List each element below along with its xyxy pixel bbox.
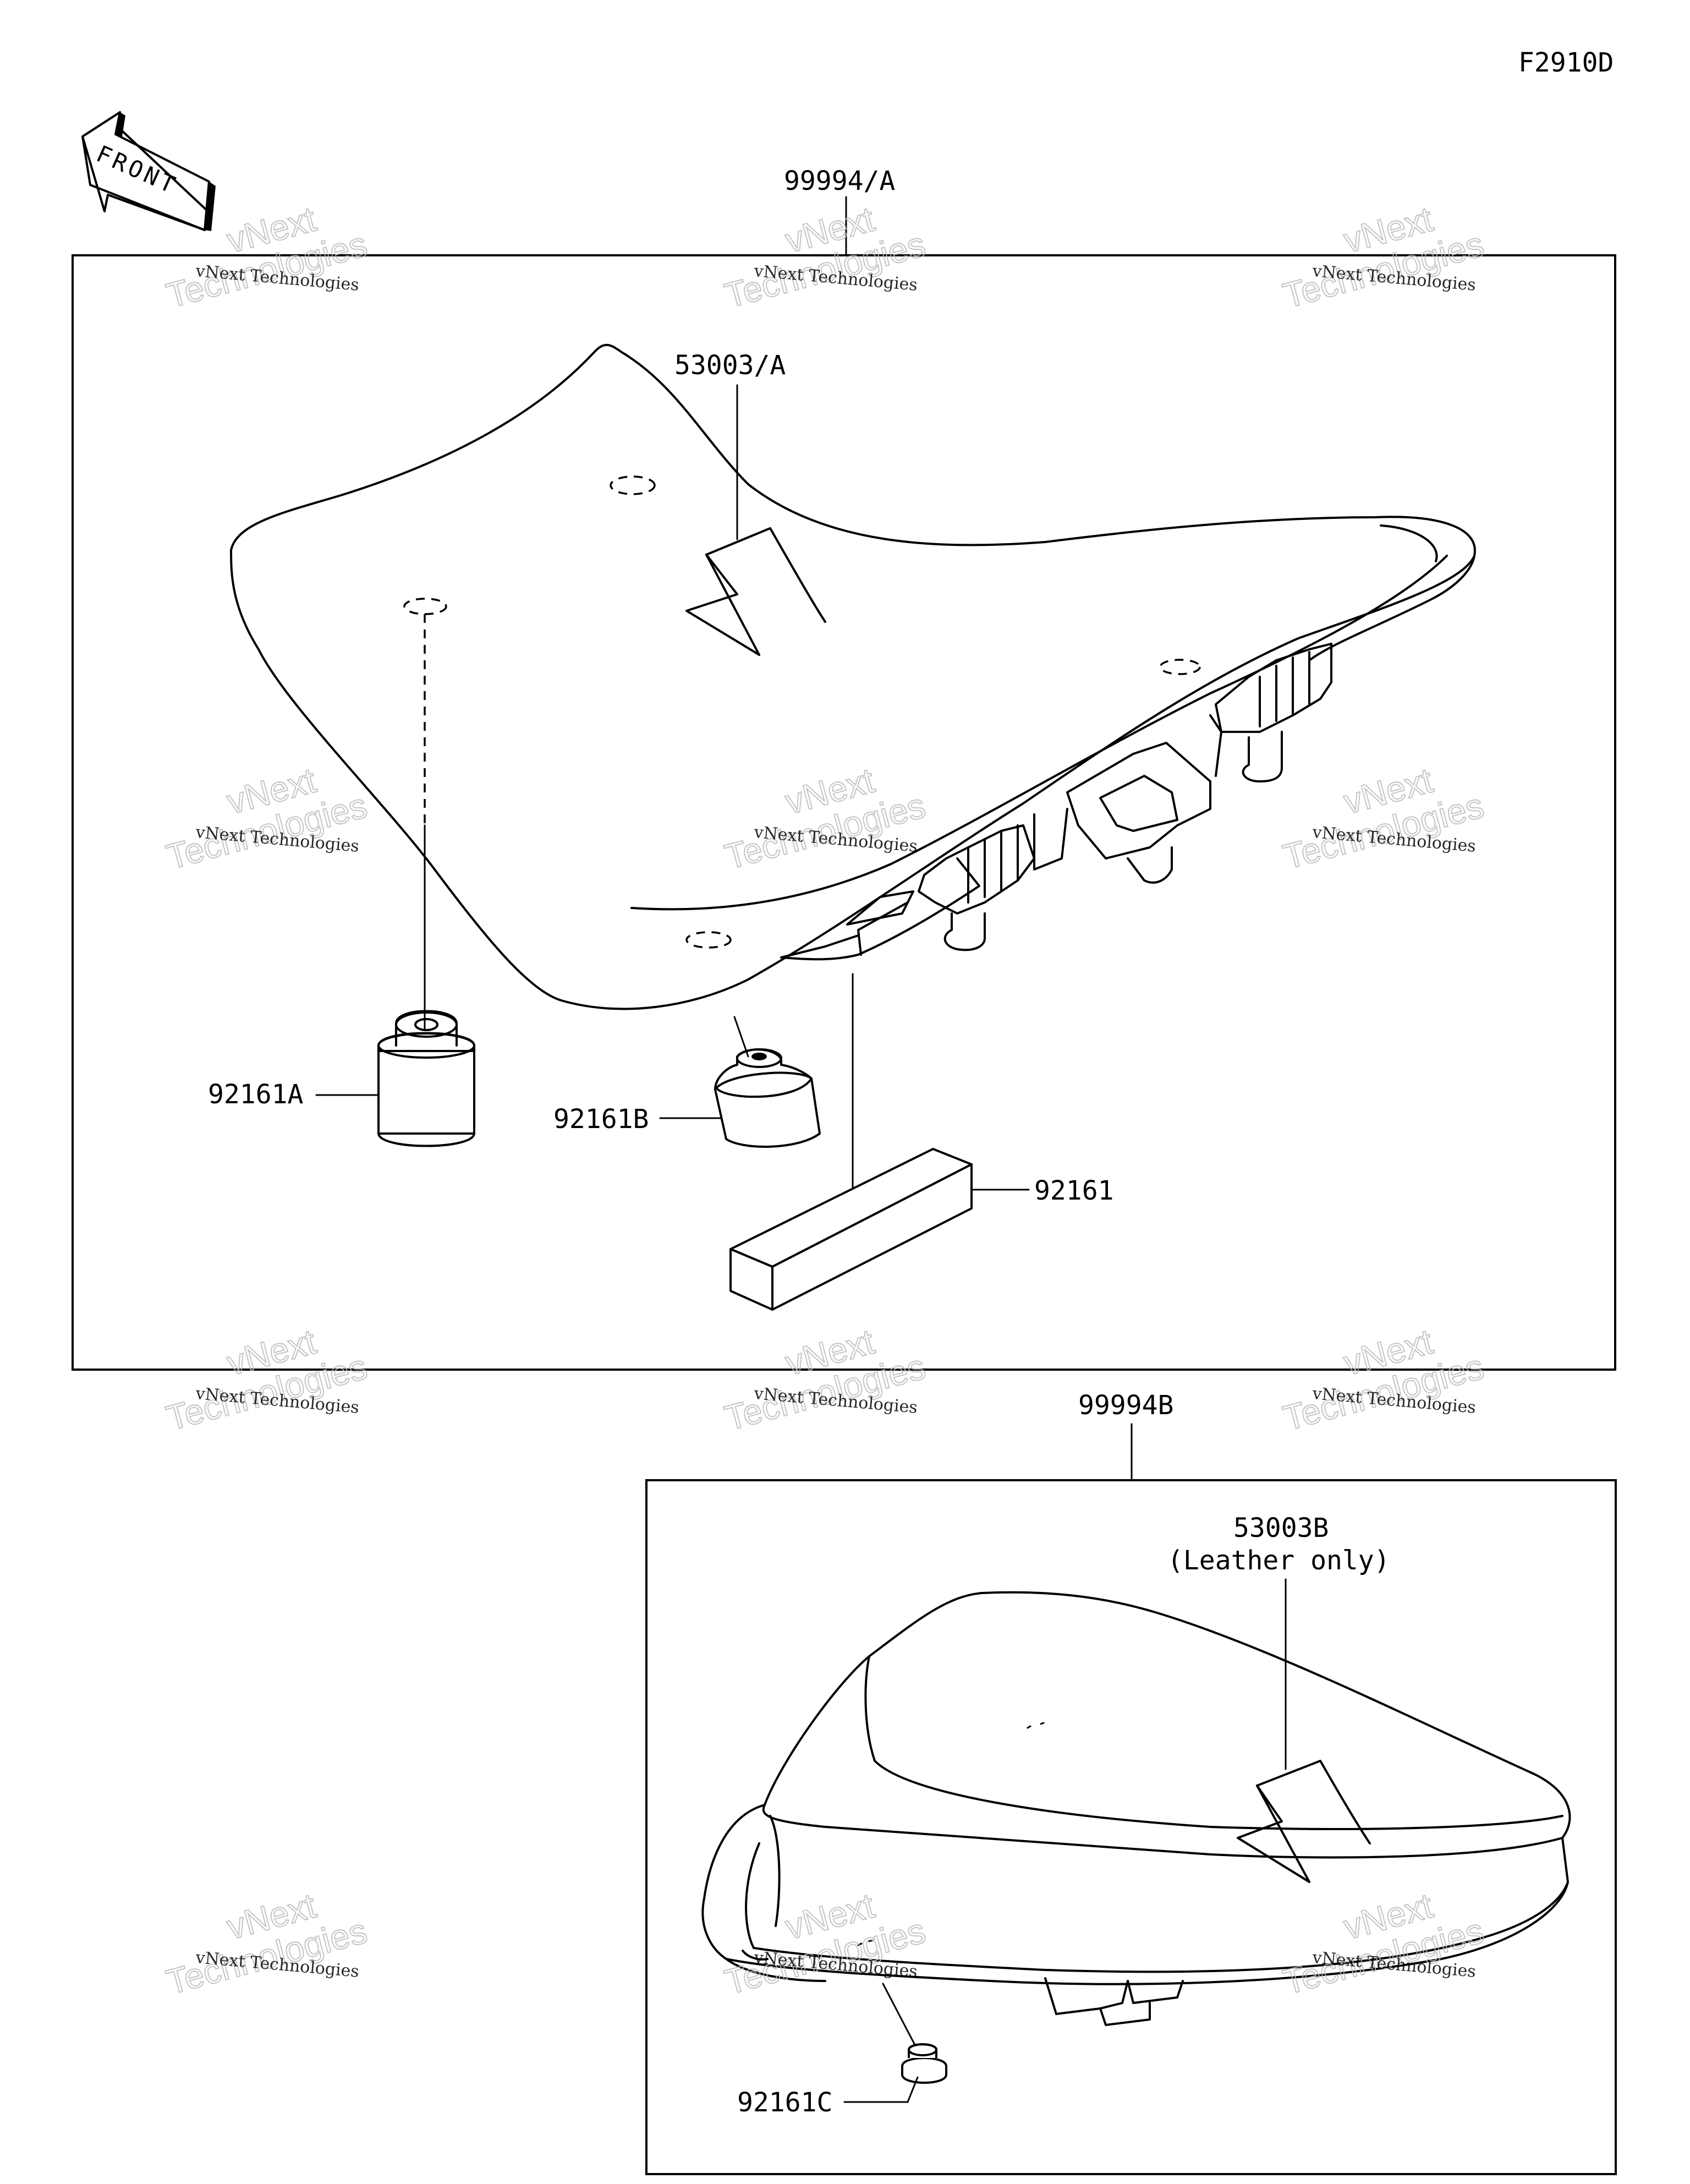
figure-code: F2910D <box>1518 47 1614 78</box>
front-seat-drawing <box>230 344 1476 1010</box>
seat-rear-note: (Leather only) <box>1167 1545 1390 1576</box>
damper-b-label: 92161B <box>553 1104 649 1135</box>
rear-seat-group-label: 99994B <box>1078 1390 1173 1421</box>
rear-seat-group-box <box>645 1479 1617 2175</box>
damper-c-leader-end <box>907 2076 919 2103</box>
front-arrow-icon: FRONT <box>81 111 216 231</box>
damper-c-label: 92161C <box>737 2087 832 2118</box>
seat-rear-label: 53003B <box>1233 1513 1329 1543</box>
rear-seat-drawing <box>701 1591 1571 2026</box>
front-seat-group-label: 99994/A <box>784 166 895 196</box>
damper-b-part <box>714 1016 821 1148</box>
damper-c-part <box>882 1983 947 2084</box>
damper-block-label: 92161 <box>1034 1175 1114 1206</box>
damper-block-part <box>729 973 973 1311</box>
front-seat-group-box <box>72 254 1616 1371</box>
damper-a-part <box>377 824 475 1147</box>
seat-front-label: 53003/A <box>674 350 786 381</box>
damper-a-label: 92161A <box>208 1079 303 1110</box>
